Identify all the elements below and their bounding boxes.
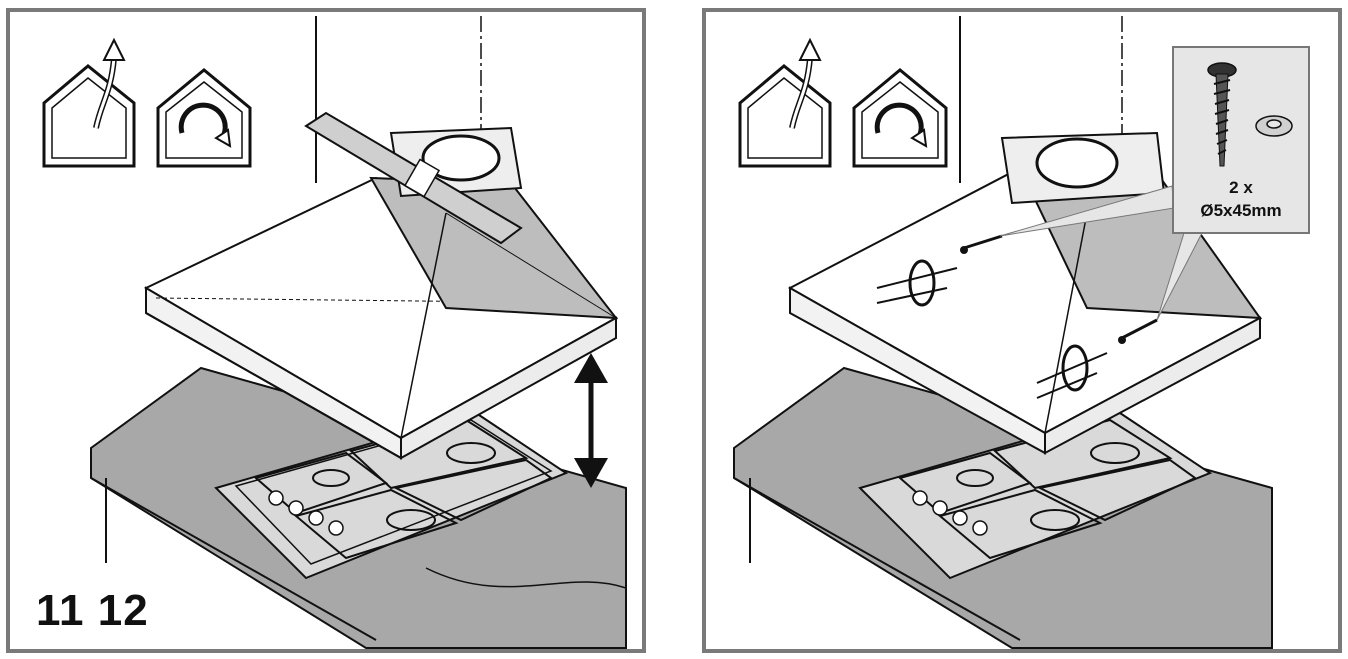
step-panel-right: 2 x Ø5x45mm: [702, 8, 1342, 653]
outlet-collar: [421, 134, 501, 182]
hob-knobs: [268, 490, 344, 536]
screw-lower: [1118, 318, 1158, 344]
adjust-height-arrow: [574, 353, 608, 488]
hood-fixing-illustration: [702, 8, 1342, 653]
wall-plug-lower: [1036, 344, 1108, 399]
panel-frame: [6, 8, 646, 653]
recirculation-icon: [852, 68, 948, 168]
wall-plug-upper: [876, 259, 958, 307]
panel-frame: [702, 8, 1342, 653]
ducted-outlet-icon: [42, 37, 136, 168]
screw-upper: [960, 234, 1003, 254]
washer-icon: [1255, 115, 1293, 137]
recirculation-icon: [156, 68, 252, 168]
step-panel-left: 11 12: [6, 8, 646, 653]
screw-quantity: 2 x: [1229, 178, 1253, 197]
screw-size: Ø5x45mm: [1200, 201, 1282, 220]
ducted-outlet-icon: [738, 37, 832, 168]
screw-icon: [1207, 62, 1237, 167]
step-number: 11 12: [36, 586, 149, 635]
outlet-collar: [1035, 137, 1119, 189]
hood-positioning-illustration: [6, 8, 646, 653]
hob-knobs: [912, 490, 988, 536]
screw-callout: 2 x Ø5x45mm: [1172, 46, 1310, 234]
